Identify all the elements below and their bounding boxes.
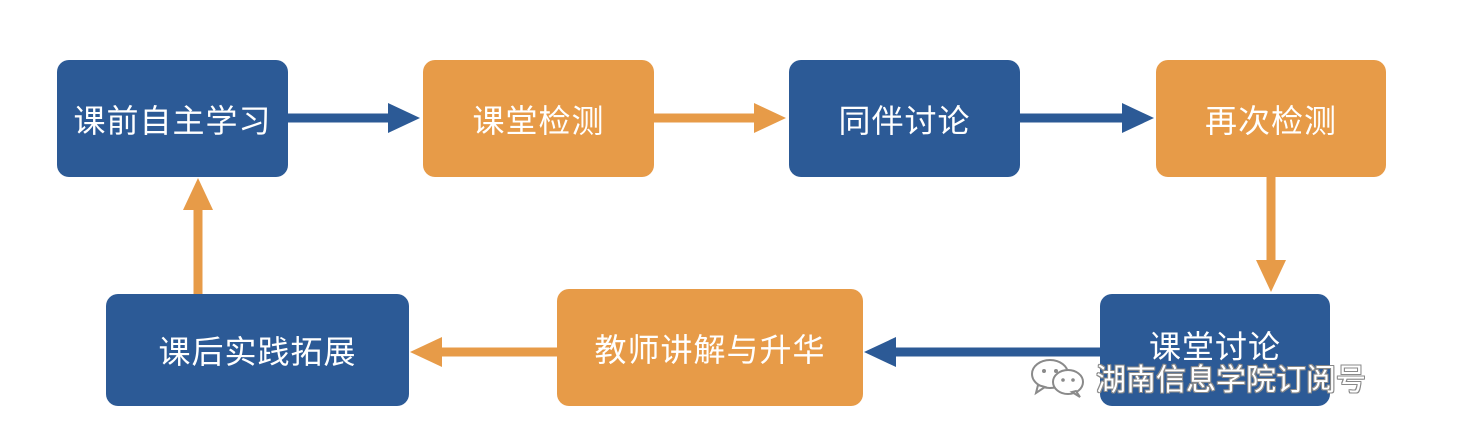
node-label: 再次检测 — [1204, 101, 1337, 140]
node-post-class-practice: 课后实践拓展 — [106, 294, 409, 406]
wechat-icon — [1031, 359, 1084, 398]
watermark-text: 湖南信息学院订阅号 — [1096, 363, 1366, 398]
node-peer-discussion: 同伴讨论 — [789, 60, 1020, 177]
node-class-discussion: 课堂讨论 — [1100, 294, 1330, 406]
node-label: 教师讲解与升华 — [594, 330, 826, 369]
watermark: 湖南信息学院订阅号 — [1028, 355, 1366, 399]
arrow-retest-to-class-discussion — [1256, 177, 1286, 292]
arrow-class-discussion-to-teacher — [864, 337, 1100, 367]
node-in-class-test: 课堂检测 — [423, 60, 654, 177]
node-label: 同伴讨论 — [838, 101, 971, 140]
arrow-test-to-peer — [654, 103, 786, 133]
arrow-post-class-to-self-study — [183, 178, 213, 294]
node-label: 课堂检测 — [472, 101, 605, 140]
arrow-peer-to-retest — [1020, 103, 1154, 133]
arrow-teacher-to-post-class — [410, 337, 557, 367]
node-label: 课前自主学习 — [73, 101, 272, 140]
node-label: 课堂讨论 — [1148, 328, 1281, 366]
node-pre-class-self-study: 课前自主学习 — [57, 60, 288, 177]
node-retest: 再次检测 — [1156, 60, 1386, 177]
node-teacher-explanation: 教师讲解与升华 — [557, 289, 863, 406]
arrow-self-study-to-test — [288, 103, 420, 133]
node-label: 课后实践拓展 — [158, 333, 357, 371]
